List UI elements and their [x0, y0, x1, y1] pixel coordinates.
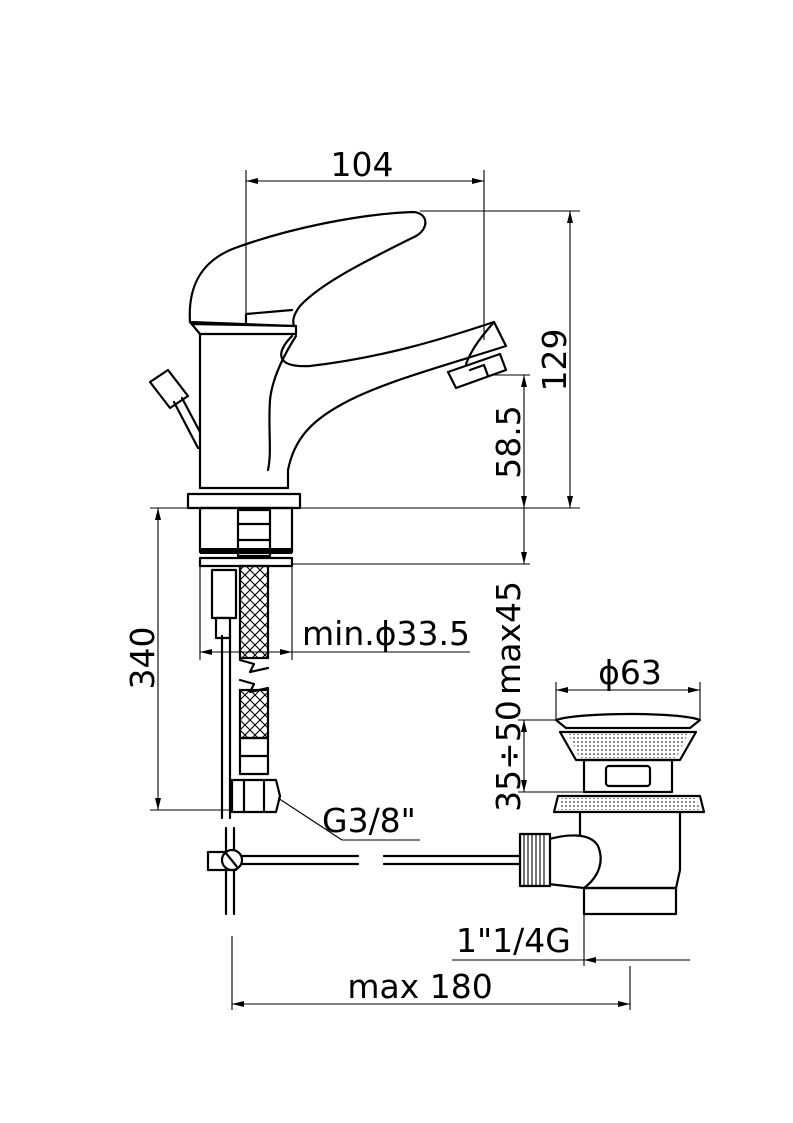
dim-spout-height: 58.5: [489, 405, 528, 478]
dimension-lines: [150, 170, 701, 1010]
dim-waste-thread: 1"1/4G: [456, 921, 571, 960]
popup-rod-knob: [148, 368, 202, 450]
lever-handle: [188, 210, 427, 328]
dim-waste-diameter: ϕ63: [598, 653, 662, 692]
dim-total-height: 129: [535, 329, 574, 392]
spout: [280, 320, 508, 490]
dimension-labels: 104 129 58.5 340 min.ϕ33.5 max45 ϕ63 35÷…: [123, 145, 662, 1006]
faucet: [148, 210, 508, 510]
dim-hole-diameter: min.ϕ33.5: [302, 614, 470, 653]
dim-deck-thickness: max45: [489, 581, 528, 695]
under-counter: [198, 506, 294, 820]
dim-faucet-width: 104: [331, 145, 394, 184]
popup-rod: [206, 826, 522, 916]
spout-aerator: [446, 352, 508, 390]
dim-waste-range: 35÷50: [489, 700, 528, 812]
dim-below-counter: 340: [123, 627, 162, 690]
waste-fitting: [518, 712, 706, 916]
hex-nut: [230, 778, 282, 814]
dim-hose-thread: G3/8": [322, 801, 416, 840]
dim-rod-length: max 180: [347, 967, 492, 1006]
base-ring: [186, 492, 302, 510]
braided-hose: [238, 564, 270, 660]
